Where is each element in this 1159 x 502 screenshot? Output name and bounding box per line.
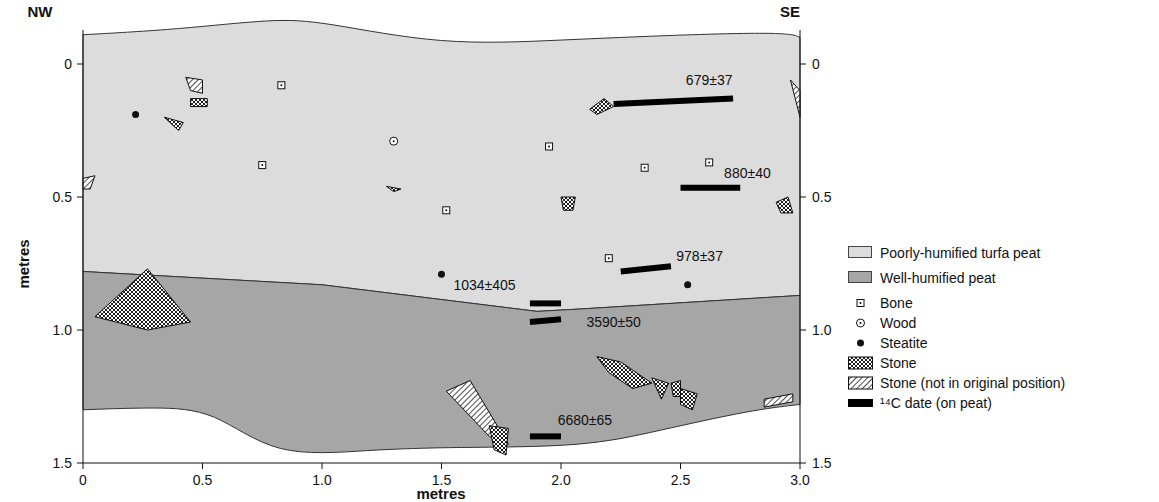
stone — [387, 186, 401, 191]
radiocarbon-sample — [621, 266, 671, 271]
axis-tick-label: 0 — [812, 56, 820, 72]
axis-tick-label: 1.0 — [312, 472, 331, 488]
legend-text: Bone — [880, 295, 913, 311]
wood-dot — [393, 140, 395, 142]
date-label: 978±37 — [676, 248, 723, 264]
stone — [681, 389, 698, 410]
moved-stone — [764, 394, 793, 407]
legend-symbol — [848, 294, 874, 312]
bone-dot — [608, 257, 610, 259]
stone — [95, 269, 191, 330]
stone — [164, 117, 183, 130]
axis-tick-label: 1.5 — [812, 455, 831, 471]
bone-dot — [280, 84, 282, 86]
stone — [590, 99, 614, 115]
date-label: 3590±50 — [586, 314, 640, 330]
radiocarbon-sample — [530, 319, 561, 322]
axis-tick-label: 0 — [64, 56, 72, 72]
date-label: 6680±65 — [558, 412, 612, 428]
radiocarbon-sample — [530, 433, 561, 439]
bone-dot — [644, 167, 646, 169]
legend-text: Stone — [880, 355, 917, 371]
bone-find — [641, 164, 648, 171]
legend-text: Wood — [880, 315, 916, 331]
axis-tick-label: 1.0 — [53, 322, 72, 338]
stone — [597, 357, 652, 389]
axis-tick-label: 2.5 — [671, 472, 690, 488]
bone-find — [605, 255, 612, 262]
legend-swatch — [848, 271, 872, 283]
axis-title: metres — [16, 239, 32, 288]
bone-find — [706, 159, 713, 166]
compass-label: SE — [780, 4, 800, 20]
bone-dot — [708, 161, 710, 163]
axis-tick-label: 0.5 — [53, 189, 72, 205]
axis-tick-label: 0.5 — [193, 472, 212, 488]
date-label: 880±40 — [724, 165, 771, 181]
axis-tick-label: 1.5 — [53, 455, 72, 471]
moved-stone — [186, 77, 203, 93]
axis-tick-label: 1.0 — [812, 322, 831, 338]
date-label: 679±37 — [686, 72, 733, 88]
bone-dot — [548, 145, 550, 147]
legend-symbol — [848, 394, 874, 412]
bone-dot — [445, 209, 447, 211]
steatite-find — [132, 111, 139, 118]
legend-text: Poorly-humified turfa peat — [880, 245, 1040, 261]
bone-find — [278, 82, 285, 89]
bone-find — [443, 207, 450, 214]
axis-tick-label: 0 — [79, 472, 87, 488]
legend-text: ¹⁴C date (on peat) — [880, 395, 992, 411]
legend-text: Well-humified peat — [880, 270, 996, 286]
compass-label: NW — [28, 4, 53, 20]
legend-symbol — [848, 314, 874, 332]
turfa-peat-layer — [83, 20, 800, 311]
stone — [671, 381, 681, 397]
wood-find — [390, 137, 398, 145]
date-label: 1034±405 — [453, 277, 515, 293]
axis-tick-label: 3.0 — [790, 472, 809, 488]
legend-text: Steatite — [880, 335, 927, 351]
stone — [191, 99, 208, 107]
axis-title: metres — [416, 486, 465, 502]
moved-stone — [790, 80, 800, 117]
radiocarbon-sample — [681, 185, 741, 191]
legend-symbol — [848, 334, 874, 352]
axes — [77, 30, 806, 469]
steatite-find — [438, 271, 445, 278]
stone — [652, 378, 669, 399]
legend-text: Stone (not in original position) — [880, 375, 1065, 391]
humified-peat-layer — [83, 271, 800, 452]
radiocarbon-sample — [614, 99, 734, 104]
bone-dot — [261, 164, 263, 166]
axis-tick-label: 0.5 — [812, 189, 831, 205]
bone-find — [259, 162, 266, 169]
legend-swatch — [848, 246, 872, 258]
legend-symbol — [848, 354, 874, 372]
axis-tick-label: 2.0 — [551, 472, 570, 488]
legend-symbol — [848, 374, 874, 392]
stone — [489, 426, 508, 455]
stone — [776, 197, 793, 213]
bone-find — [546, 143, 553, 150]
radiocarbon-sample — [530, 300, 561, 306]
moved-stone — [83, 176, 95, 189]
stone — [561, 197, 575, 210]
steatite-find — [684, 281, 691, 288]
